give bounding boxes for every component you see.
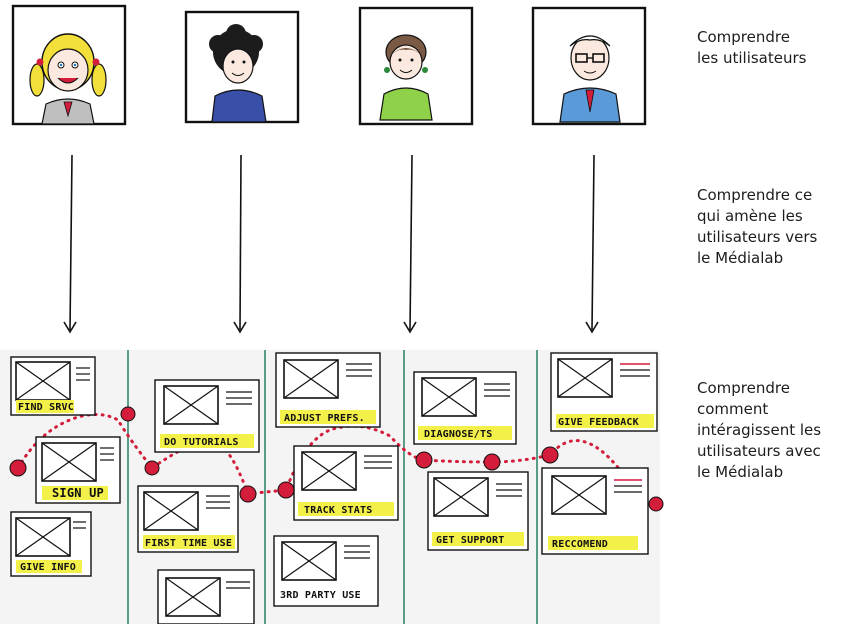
- step-card-give-info: GIVE INFO: [10, 511, 92, 577]
- step-label: RECCOMEND: [552, 539, 608, 550]
- step-card-3rd-party-use: 3RD PARTY USE: [273, 535, 379, 607]
- arrow-head-2: [233, 321, 247, 334]
- step-card-reccomend: RECCOMEND: [541, 467, 649, 555]
- curly-hair-person-portrait-icon: [209, 24, 267, 123]
- arrows: [63, 154, 599, 334]
- man-glasses-tie-portrait-icon: [559, 35, 621, 123]
- arrow-head-1: [63, 321, 77, 334]
- step-label: ADJUST PREFS.: [284, 413, 365, 424]
- arrow-4: [591, 154, 595, 331]
- step-label: 3RD PARTY USE: [280, 590, 361, 601]
- step-card-find-srvc: FIND SRVC: [10, 356, 96, 416]
- step-card-first-time-use: FIRST TIME USE: [137, 485, 239, 553]
- persona-portrait-4: [531, 6, 647, 126]
- caption-understand-users: Comprendre les utilisateurs: [697, 28, 807, 67]
- step-card-partial: [157, 569, 255, 625]
- girl-blonde-pigtails-portrait-icon: [29, 33, 107, 125]
- step-label: DO TUTORIALS: [164, 437, 239, 448]
- step-label: SIGN UP: [52, 486, 104, 500]
- journey-dot: [277, 481, 295, 499]
- arrow-head-3: [403, 321, 417, 334]
- journey-dot: [483, 453, 501, 471]
- girl-short-hair-portrait-icon: [379, 34, 433, 121]
- journey-dots: [9, 406, 664, 512]
- persona-portrait-3: [358, 6, 474, 126]
- caption-what-brings-users: Comprendre ce qui amène les utilisateurs…: [697, 186, 818, 267]
- step-card-diagnose: DIAGNOSE/TS: [413, 371, 517, 445]
- persona-portrait-2: [184, 10, 300, 124]
- journey-dot: [541, 446, 559, 464]
- step-label: FIND SRVC: [18, 402, 74, 413]
- step-label: GIVE FEEDBACK: [558, 417, 639, 428]
- step-card-do-tutorials: DO TUTORIALS: [154, 379, 260, 453]
- step-card-get-support: GET SUPPORT: [427, 471, 529, 551]
- step-label: DIAGNOSE/TS: [424, 429, 492, 440]
- step-card-track-stats: TRACK STATS: [293, 445, 399, 521]
- arrow-3: [409, 154, 413, 331]
- journey-dot: [648, 496, 664, 512]
- step-label: FIRST TIME USE: [145, 538, 232, 549]
- caption-how-users-interact: Comprendre comment intéragissent les uti…: [697, 379, 822, 481]
- arrow-1: [69, 154, 73, 331]
- arrow-head-4: [585, 321, 599, 334]
- journey-dot: [144, 460, 160, 476]
- journey-dot: [120, 406, 136, 422]
- step-label: GIVE INFO: [20, 562, 76, 573]
- journey-dot: [239, 485, 257, 503]
- step-label: TRACK STATS: [304, 505, 372, 516]
- step-label: GET SUPPORT: [436, 535, 504, 546]
- arrow-2: [239, 154, 242, 331]
- journey-dot: [415, 451, 433, 469]
- lane-dividers: [127, 350, 538, 624]
- persona-portrait-1: [11, 4, 127, 126]
- journey-dot: [9, 459, 27, 477]
- step-card-adjust-prefs: ADJUST PREFS.: [275, 352, 381, 428]
- step-card-sign-up: SIGN UP: [35, 436, 121, 504]
- step-card-give-feedback: GIVE FEEDBACK: [550, 352, 658, 432]
